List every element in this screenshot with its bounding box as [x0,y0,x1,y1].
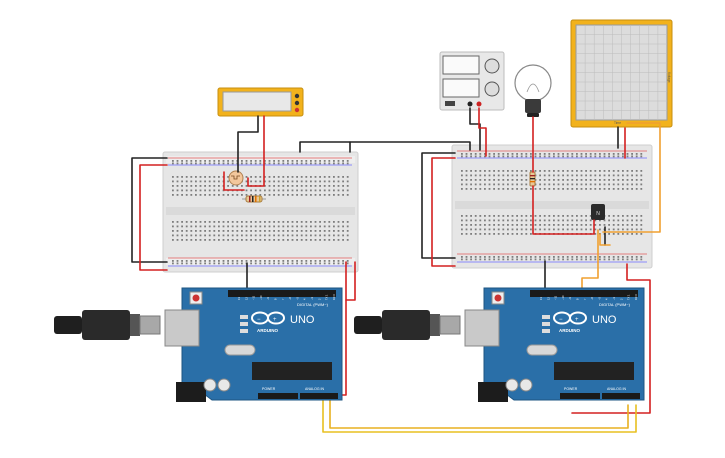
analog-header-left[interactable] [300,393,338,399]
usb-plug-left [54,316,82,334]
supply-terminal-negative[interactable] [467,101,473,107]
reset-button-right[interactable] [494,294,502,302]
digital-label-left: DIGITAL (PWM~) [297,302,329,307]
digital-pin-label: 12 [244,297,248,300]
power-jack-right [478,382,508,402]
svg-text:+: + [273,317,277,323]
digital-header-right[interactable] [530,290,638,297]
digital-pin-label: 2 [317,298,321,300]
meter-terminal[interactable] [294,107,300,113]
arduino-logo-left: − + [251,311,285,325]
digital-pin-label: 4 [605,298,609,300]
board-model-left: UNO [290,314,315,326]
digital-pin-label: RX 0 [634,294,638,300]
usb-port-left [164,309,200,347]
resistor-right[interactable] [529,171,536,187]
svg-text:−: − [559,317,563,323]
digital-pin-label: ~6 [590,296,594,300]
usb-port-right [464,309,500,347]
oscilloscope-x-label: Time [614,121,621,125]
digital-pin-label: 7 [281,298,285,300]
digital-label-right: DIGITAL (PWM~) [599,302,631,307]
breadboard-right[interactable] [451,144,653,269]
meter-terminal[interactable] [294,93,300,99]
board-model-right: UNO [592,314,617,326]
svg-text:−: − [257,317,261,323]
transistor-marking: N [596,211,600,217]
resistor-left[interactable] [242,195,266,203]
digital-pin-label: ~5 [295,296,299,300]
analog-label-right: ANALOG IN [607,387,627,391]
breadboard-right-holes [461,153,643,261]
digital-pin-label: ~5 [597,296,601,300]
analog-header-right[interactable] [602,393,640,399]
display-meter-left[interactable] [217,87,304,117]
oscilloscope-grid [576,25,667,120]
digital-pin-label: ~10 [561,295,565,300]
breadboard-left-holes [172,160,349,265]
breadboard-left[interactable] [162,151,359,273]
digital-pin-label: TX 1 [627,294,631,300]
power-jack-left [176,382,206,402]
digital-pin-label: 2 [619,298,623,300]
transistor[interactable]: N [591,204,605,220]
photoresistor[interactable] [228,170,244,186]
digital-pin-label: ~11 [554,295,558,300]
oscilloscope-y-label: Voltage [667,72,671,83]
board-brand-right: ARDUINO [559,328,580,333]
digital-pin-label: 8 [274,298,278,300]
svg-text:+: + [575,317,579,323]
power-label-left: POWER [262,387,276,391]
power-header-left[interactable] [258,393,298,399]
usb-plug-right [354,316,382,334]
digital-pin-label: ~9 [568,296,572,300]
digital-pin-label: 4 [303,298,307,300]
meter-terminal[interactable] [294,100,300,106]
digital-pin-label: ~9 [266,296,270,300]
microcontroller-chip-left [252,362,332,380]
digital-pin-label: 7 [583,298,587,300]
supply-terminal-positive[interactable] [476,101,482,107]
digital-pin-label: ~11 [252,295,256,300]
digital-pin-label: 8 [576,298,580,300]
digital-pin-label: 13 [237,297,241,300]
power-supply[interactable] [439,51,505,111]
digital-pin-label: ~10 [259,295,263,300]
digital-header-left[interactable] [228,290,336,297]
wires [131,107,661,433]
oscilloscope[interactable]: Voltage Time [570,19,673,128]
arduino-logo-right: − + [553,311,587,325]
digital-pin-label: TX 1 [325,294,329,300]
digital-pin-label: RX 0 [332,294,336,300]
reset-button-left[interactable] [192,294,200,302]
microcontroller-chip-right [554,362,634,380]
board-brand-left: ARDUINO [257,328,278,333]
digital-pin-label: 12 [546,297,550,300]
power-header-right[interactable] [560,393,600,399]
digital-pin-label: ~3 [612,296,616,300]
digital-pin-label: 13 [539,297,543,300]
digital-pin-label: ~6 [288,296,292,300]
digital-pin-label: ~3 [310,296,314,300]
analog-label-left: ANALOG IN [305,387,325,391]
light-bulb[interactable] [514,64,552,117]
power-label-right: POWER [564,387,578,391]
